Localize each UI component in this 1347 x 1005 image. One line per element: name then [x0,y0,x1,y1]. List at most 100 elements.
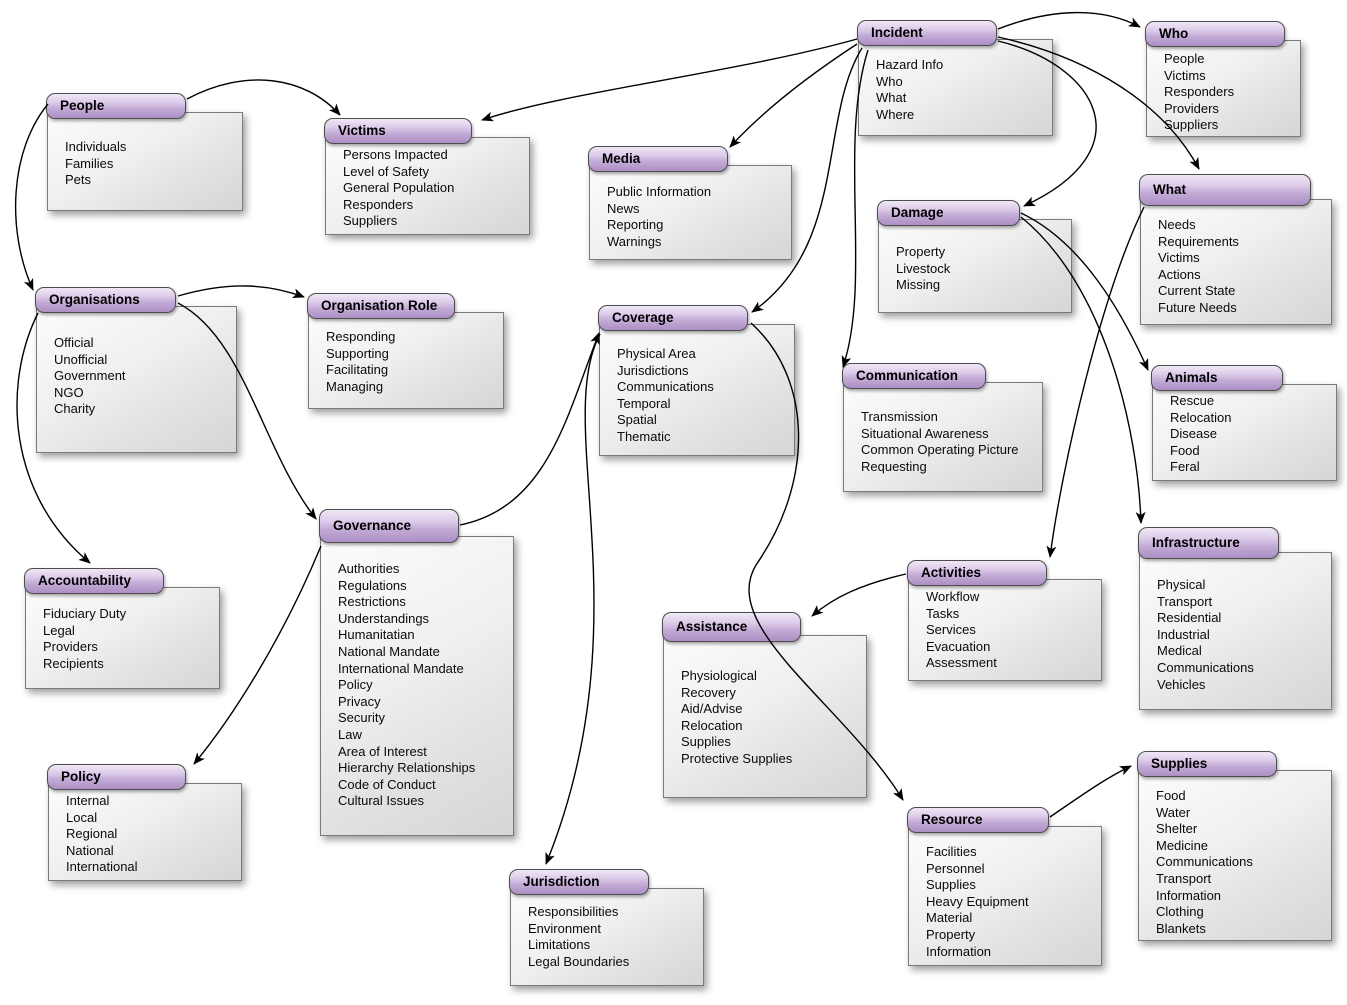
edge-people-to-victims [186,79,341,116]
node-item: Environment [528,920,601,936]
node-tab: Communication [842,363,986,389]
node-title: Communication [856,368,959,383]
node-title: People [60,98,105,113]
node-item: Legal Boundaries [528,953,630,969]
node-item: Cultural Issues [338,793,424,809]
node-title: Victims [338,123,386,138]
node-item: Security [338,710,385,726]
node-item: Relocation [681,717,743,733]
node-item: Requesting [861,458,927,474]
node-item: Workflow [926,589,980,604]
node-item: Spatial [617,412,657,428]
node-item: International Mandate [338,660,464,676]
node-item: Official [54,335,94,350]
node-item: National [66,842,114,858]
node-title: Resource [921,812,983,827]
node-item: Tasks [926,605,960,621]
node-item: Communications [1157,659,1254,675]
node-item: Jurisdictions [617,362,689,378]
edge-people-to-organisations [14,103,49,291]
node-tab: People [46,93,186,119]
node-title: Assistance [676,619,748,634]
edge-incident-to-who [997,11,1141,30]
node-item: Level of Safety [343,163,429,179]
node-item: Rescue [1170,393,1215,408]
node-title: What [1153,182,1186,197]
node-item: Recovery [681,684,736,700]
edge-organisations-to-organisation_role [177,285,305,298]
node-item: Medical [1157,643,1202,659]
node-item: Who [876,73,903,89]
node-title: Coverage [612,310,674,325]
node-title: Animals [1165,370,1218,385]
node-item: Recipients [43,655,104,671]
node-item: Information [1156,887,1222,903]
node-item: Physiological [681,668,757,683]
node-title: Governance [333,518,412,533]
node-item: Assessment [926,655,997,671]
node-item: Fiduciary Duty [43,606,127,621]
node-item: Local [66,809,98,825]
node-item: Relocation [1170,409,1232,425]
node-title: Accountability [38,573,132,588]
node-tab: Organisations [35,287,176,313]
node-item: Managing [326,378,384,394]
node-item: Transmission [861,409,938,424]
node-tab: Policy [47,764,186,790]
node-item: Charity [54,401,96,417]
node-item: Temporal [617,395,671,411]
node-item: International [66,859,138,875]
node-item: Public Information [607,184,712,199]
node-item: Legal [43,622,75,638]
node-item: Supplies [926,877,976,893]
node-item: Communications [617,379,714,395]
edge-resource-to-supplies [1049,765,1132,818]
node-item: Material [926,910,973,926]
node-title: Organisation Role [321,298,438,313]
node-tab: Organisation Role [307,293,455,319]
node-item: Authorities [338,561,400,576]
node-item: National Mandate [338,643,440,659]
node-tab: Media [588,146,728,172]
node-item: Information [926,943,992,959]
node-item: Disease [1170,426,1217,442]
edge-incident-to-media [729,43,858,148]
node-item: Pets [65,172,92,188]
node-tab: Infrastructure [1138,527,1279,559]
node-item: Understandings [338,610,430,626]
node-tab: Animals [1151,365,1283,391]
node-title: Who [1159,26,1189,41]
node-item: Families [65,155,114,171]
node-item: Shelter [1156,821,1198,837]
node-item: Food [1170,442,1200,458]
node-title: Policy [61,769,101,784]
